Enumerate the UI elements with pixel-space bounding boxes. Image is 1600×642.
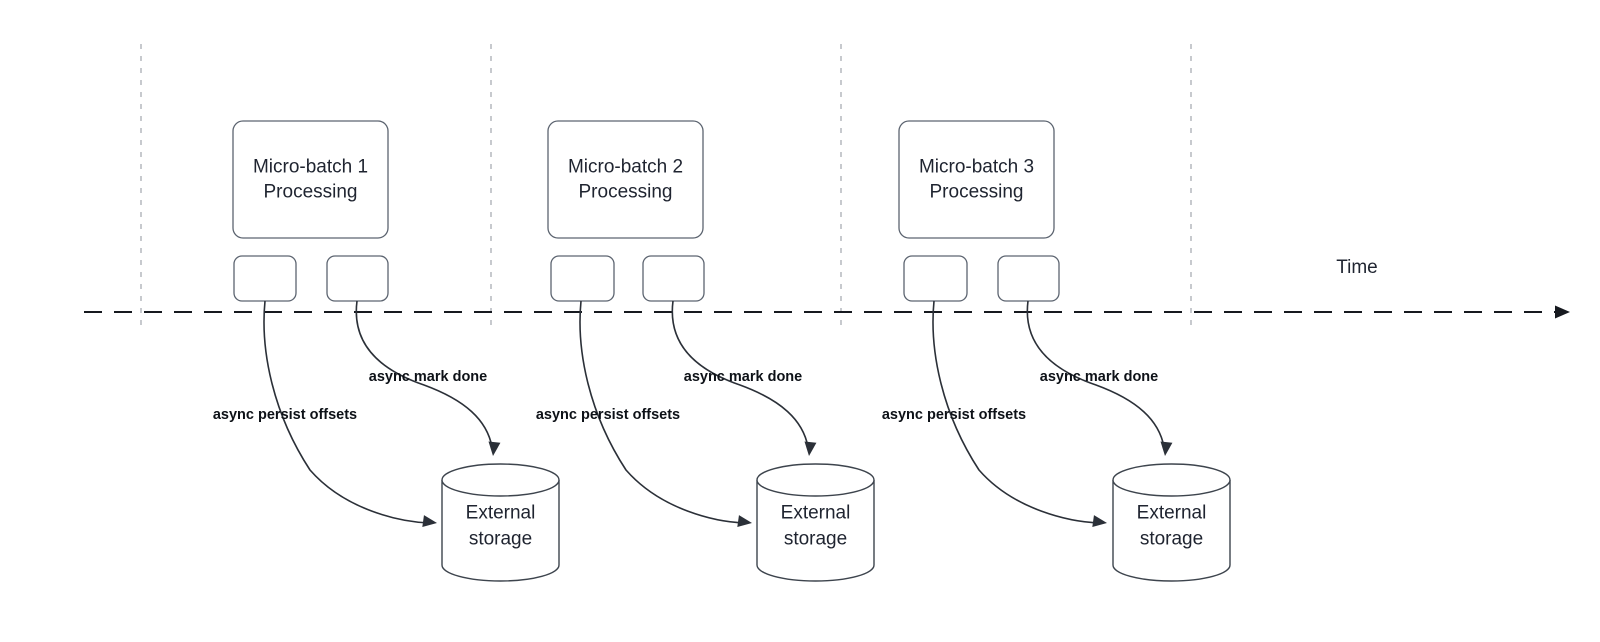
time-axis: Time	[84, 257, 1570, 319]
micro-batch-1-storage-top[interactable]	[441, 463, 560, 497]
micro-batch-3-label-line1: Micro-batch 3	[919, 157, 1034, 178]
micro-batch-3-storage-body	[1112, 480, 1231, 582]
micro-batch-3-async-mark-done-edge-arrowhead	[1160, 441, 1173, 456]
micro-batch-1-async-mark-done-edge	[355, 300, 493, 448]
micro-batch-1-storage-body	[441, 480, 560, 582]
micro-batch-3-box[interactable]	[898, 120, 1055, 239]
micro-batch-2-async-mark-done-edge-label: async mark done	[684, 369, 802, 385]
micro-batch-3-async-mark-done-edge-label: async mark done	[1040, 369, 1158, 385]
micro-batch-1-box[interactable]	[232, 120, 389, 239]
micro-batch-2-persist-offsets-task[interactable]	[550, 255, 615, 302]
micro-batch-2-storage-label-line1: External	[781, 503, 851, 524]
micro-batch-1-async-mark-done-edge-arrowhead	[488, 441, 501, 456]
micro-batch-2-mark-done-task[interactable]	[642, 255, 705, 302]
micro-batch-3-async-mark-done-edge	[1026, 300, 1165, 448]
time-axis-arrowhead	[1555, 305, 1570, 319]
micro-batch-3-label-line2: Processing	[930, 182, 1024, 203]
micro-batch-3-storage-label-line2: storage	[1140, 529, 1203, 550]
micro-batch-2-async-persist-offsets-edge-arrowhead	[737, 515, 752, 527]
micro-batch-3-storage-label-line1: External	[1137, 503, 1207, 524]
micro-batch-3-async-persist-offsets-edge-arrowhead	[1092, 515, 1107, 527]
micro-batch-3-async-persist-offsets-edge	[932, 300, 1101, 524]
micro-batch-3-storage-top[interactable]	[1112, 463, 1231, 497]
micro-batch-2-box[interactable]	[547, 120, 704, 239]
micro-batch-1-storage-label-line2: storage	[469, 529, 532, 550]
micro-batch-2-storage-top[interactable]	[756, 463, 875, 497]
micro-batch-1-mark-done-task[interactable]	[326, 255, 389, 302]
micro-batch-2-async-persist-offsets-edge	[579, 300, 746, 524]
micro-batch-2-async-mark-done-edge	[671, 300, 809, 448]
micro-batch-1-storage-label-line1: External	[466, 503, 536, 524]
micro-batch-1-async-persist-offsets-edge-label: async persist offsets	[213, 407, 357, 423]
micro-batch-2-label-line2: Processing	[579, 182, 673, 203]
micro-batch-3-async-persist-offsets-edge-label: async persist offsets	[882, 407, 1026, 423]
micro-batch-2-storage-label-line2: storage	[784, 529, 847, 550]
micro-batch-1-async-persist-offsets-edge	[263, 300, 431, 524]
micro-batch-1-async-mark-done-edge-label: async mark done	[369, 369, 487, 385]
micro-batch-1-label-line2: Processing	[264, 182, 358, 203]
micro-batch-3-mark-done-task[interactable]	[997, 255, 1060, 302]
micro-batch-1-label-line1: Micro-batch 1	[253, 157, 368, 178]
micro-batch-1-persist-offsets-task[interactable]	[233, 255, 297, 302]
time-axis-label-text: Time	[1336, 257, 1378, 278]
micro-batch-3-persist-offsets-task[interactable]	[903, 255, 968, 302]
micro-batch-2-label-line1: Micro-batch 2	[568, 157, 683, 178]
micro-batch-2-async-mark-done-edge-arrowhead	[804, 441, 817, 456]
micro-batch-1-async-persist-offsets-edge-arrowhead	[422, 515, 437, 527]
micro-batch-2-async-persist-offsets-edge-label: async persist offsets	[536, 407, 680, 423]
micro-batch-2-storage-body	[756, 480, 875, 582]
